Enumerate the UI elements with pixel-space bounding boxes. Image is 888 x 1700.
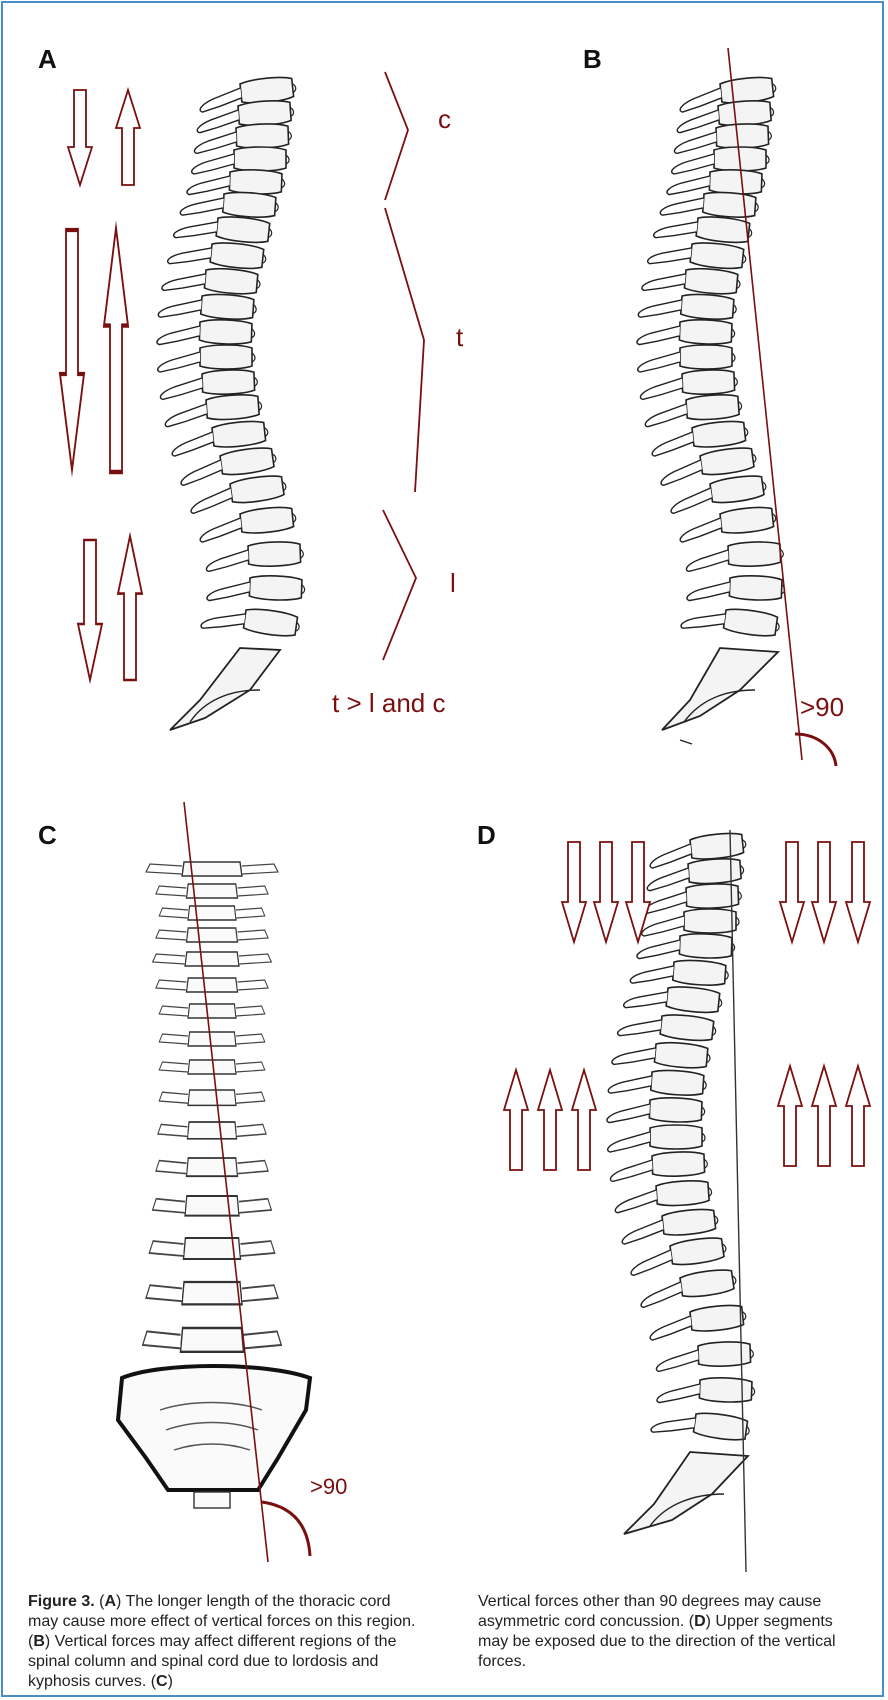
- caption-segment: ) Vertical forces may affect different r…: [28, 1633, 396, 1690]
- panel-a-spine: [157, 75, 305, 730]
- caption-panel-ref: C: [156, 1673, 168, 1690]
- figure-label: Figure 3.: [28, 1593, 95, 1610]
- panel-b-spine: [637, 75, 785, 744]
- caption-segment: (: [95, 1593, 105, 1610]
- caption-panel-ref: B: [33, 1633, 45, 1650]
- panel-a-force-arrows: [60, 90, 142, 680]
- caption-segment: ): [168, 1673, 173, 1690]
- caption-text-right: Vertical forces other than 90 degrees ma…: [478, 1593, 836, 1670]
- panel-a-region-brackets: [383, 72, 424, 660]
- caption-panel-ref: A: [104, 1593, 116, 1610]
- figure-caption-right: Vertical forces other than 90 degrees ma…: [478, 1592, 862, 1672]
- figure-caption-left: Figure 3. (A) The longer length of the t…: [28, 1592, 424, 1692]
- caption-panel-ref: D: [694, 1613, 706, 1630]
- panel-c-spine-frontal: [118, 862, 310, 1508]
